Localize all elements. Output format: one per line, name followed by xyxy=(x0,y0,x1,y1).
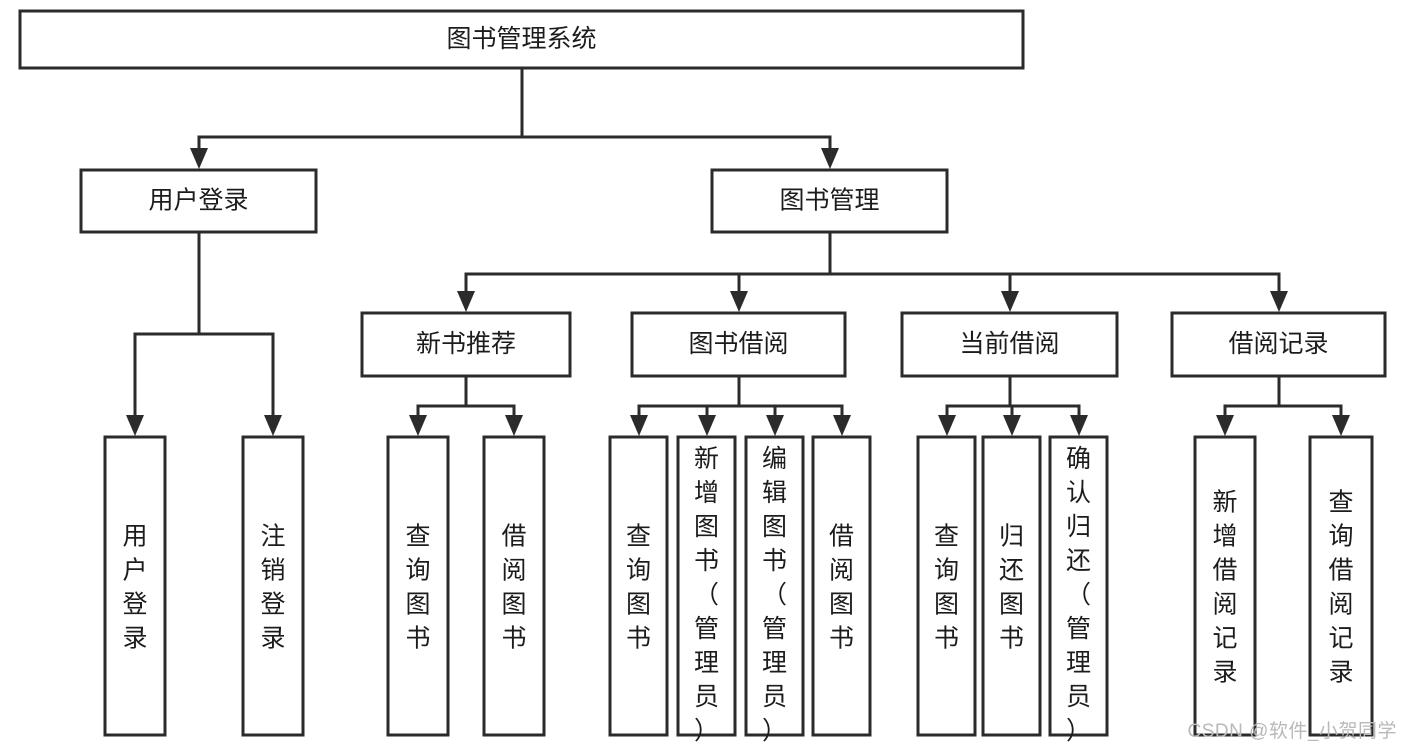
node-label: 编辑图书（管理员） xyxy=(762,445,787,745)
arrow-head-icon xyxy=(1070,415,1088,436)
arrow-head-icon xyxy=(630,415,648,436)
node-box xyxy=(482,435,546,737)
node-label: 注销登录 xyxy=(260,523,285,653)
node-leaf-query-book-c[interactable]: 查询图书 xyxy=(916,435,977,737)
node-leaf-add-record[interactable]: 新增借阅记录 xyxy=(1193,435,1257,737)
node-label: 新书推荐 xyxy=(416,330,516,358)
arrow-head-icon xyxy=(833,415,851,436)
arrow-head-icon xyxy=(730,291,748,312)
node-leaf-query-book-rec[interactable]: 查询图书 xyxy=(386,435,450,737)
node-label: 图书管理 xyxy=(779,187,879,215)
connector-new-book-rec-to-leaf-borrow-book-rec xyxy=(464,376,523,436)
connector-new-book-rec-to-leaf-query-book-rec xyxy=(409,376,468,436)
connector-root-to-book-manage xyxy=(520,68,839,169)
connector-book-borrow-to-leaf-borrow-book-b xyxy=(737,376,851,436)
node-box xyxy=(744,435,805,737)
node-current-borrow[interactable]: 当前借阅 xyxy=(900,311,1119,378)
node-root[interactable]: 图书管理系统 xyxy=(18,9,1025,70)
arrow-head-icon xyxy=(1270,291,1288,312)
node-box xyxy=(241,435,305,737)
connector-current-borrow-to-leaf-query-book-c xyxy=(938,376,1012,436)
node-box xyxy=(608,435,669,737)
arrow-head-icon xyxy=(1216,415,1234,436)
node-box xyxy=(981,435,1042,737)
node-layer: 图书管理系统用户登录图书管理新书推荐图书借阅当前借阅借阅记录用户登录注销登录查询… xyxy=(18,9,1387,745)
arrow-head-icon xyxy=(457,291,475,312)
node-box xyxy=(630,311,847,378)
node-leaf-return-book[interactable]: 归还图书 xyxy=(981,435,1042,737)
node-label: 图书管理系统 xyxy=(446,25,596,53)
node-box xyxy=(811,435,872,737)
arrow-head-icon xyxy=(1332,415,1350,436)
arrow-head-icon xyxy=(190,148,208,169)
arrow-head-icon xyxy=(126,415,144,436)
node-label: 查询借阅记录 xyxy=(1328,489,1353,687)
connector-current-borrow-to-leaf-confirm-return xyxy=(1008,376,1088,436)
node-box xyxy=(103,435,167,737)
arrow-head-icon xyxy=(938,415,956,436)
node-label: 新增借阅记录 xyxy=(1212,489,1237,687)
connector-layer xyxy=(126,68,1350,436)
node-label: 查询图书 xyxy=(405,523,430,653)
node-label: 借阅图书 xyxy=(829,523,854,653)
node-user-login[interactable]: 用户登录 xyxy=(79,168,318,234)
node-leaf-user-login[interactable]: 用户登录 xyxy=(103,435,167,737)
node-leaf-confirm-return[interactable]: 确认归还（管理员） xyxy=(1048,435,1109,745)
connector-borrow-record-to-leaf-add-record xyxy=(1216,376,1281,436)
node-leaf-edit-book[interactable]: 编辑图书（管理员） xyxy=(744,435,805,745)
node-leaf-add-book[interactable]: 新增图书（管理员） xyxy=(676,435,737,745)
node-new-book-rec[interactable]: 新书推荐 xyxy=(360,311,572,378)
arrow-head-icon xyxy=(1001,291,1019,312)
node-book-borrow[interactable]: 图书借阅 xyxy=(630,311,847,378)
node-borrow-record[interactable]: 借阅记录 xyxy=(1170,311,1387,378)
node-leaf-user-logout[interactable]: 注销登录 xyxy=(241,435,305,737)
node-box xyxy=(710,168,949,234)
node-label: 查询图书 xyxy=(934,523,959,653)
node-box xyxy=(79,168,318,234)
arrow-head-icon xyxy=(409,415,427,436)
node-box xyxy=(676,435,737,737)
node-label: 用户登录 xyxy=(148,187,248,215)
node-label: 归还图书 xyxy=(999,523,1024,653)
node-label: 确认归还（管理员） xyxy=(1066,445,1091,745)
connector-book-manage-to-book-borrow xyxy=(730,232,832,312)
arrow-head-icon xyxy=(821,148,839,169)
watermark-label: CSDN @软件_小贺同学 xyxy=(1187,721,1397,742)
arrow-head-icon xyxy=(698,415,716,436)
arrow-head-icon xyxy=(1003,415,1021,436)
node-label: 查询图书 xyxy=(626,523,651,653)
node-label: 借阅记录 xyxy=(1228,330,1328,358)
node-leaf-borrow-book-b[interactable]: 借阅图书 xyxy=(811,435,872,737)
node-box xyxy=(360,311,572,378)
connector-book-manage-to-current-borrow xyxy=(828,232,1019,312)
node-book-manage[interactable]: 图书管理 xyxy=(710,168,949,234)
connector-user-login-to-leaf-user-login xyxy=(126,232,201,436)
connector-book-manage-to-new-book-rec xyxy=(457,232,832,312)
connector-user-login-to-leaf-user-logout xyxy=(197,232,282,436)
node-leaf-borrow-book-rec[interactable]: 借阅图书 xyxy=(482,435,546,737)
node-box xyxy=(1308,435,1374,737)
connector-root-to-user-login xyxy=(190,68,524,169)
node-label: 用户登录 xyxy=(122,523,147,653)
node-leaf-query-record[interactable]: 查询借阅记录 xyxy=(1308,435,1374,737)
arrow-head-icon xyxy=(766,415,784,436)
node-box xyxy=(916,435,977,737)
connector-book-manage-to-borrow-record xyxy=(828,232,1288,312)
node-box xyxy=(18,9,1025,70)
node-box xyxy=(900,311,1119,378)
arrow-head-icon xyxy=(264,415,282,436)
node-label: 借阅图书 xyxy=(501,523,526,653)
node-box xyxy=(386,435,450,737)
node-label: 当前借阅 xyxy=(959,330,1059,358)
node-box xyxy=(1170,311,1387,378)
node-label: 新增图书（管理员） xyxy=(694,445,719,745)
node-box xyxy=(1193,435,1257,737)
node-box xyxy=(1048,435,1109,737)
node-leaf-query-book-b[interactable]: 查询图书 xyxy=(608,435,669,737)
arrow-head-icon xyxy=(505,415,523,436)
connector-borrow-record-to-leaf-query-record xyxy=(1277,376,1350,436)
node-label: 图书借阅 xyxy=(688,330,788,358)
